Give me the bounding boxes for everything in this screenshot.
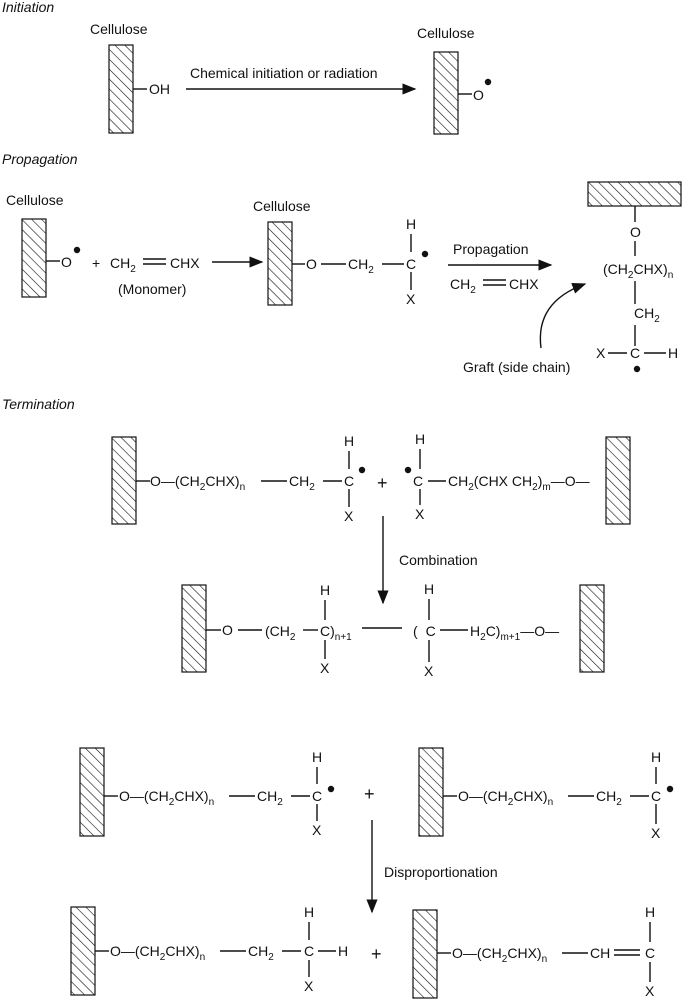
x-substituent: X	[596, 345, 606, 361]
ch2-group: CH2	[289, 473, 315, 493]
plus-sign: +	[92, 255, 100, 271]
cellulose-block	[70, 906, 96, 996]
carbon-label: C	[344, 473, 354, 489]
carbon-label: C	[312, 788, 322, 804]
hydrogen-label: H	[424, 581, 434, 597]
carbon-label: C	[406, 256, 416, 272]
x-substituent: X	[312, 822, 322, 838]
hydroxyl-label: OH	[149, 81, 170, 97]
x-substituent: X	[344, 508, 354, 524]
x-substituent: X	[304, 978, 314, 994]
carbon-label: C	[413, 473, 423, 489]
radical-dot	[421, 250, 429, 258]
carbon-label: C	[651, 788, 661, 804]
hydrogen-label: H	[645, 904, 655, 920]
cellulose-block	[79, 747, 105, 837]
x-substituent: X	[651, 825, 661, 841]
cellulose-block	[21, 218, 47, 298]
radical-dot	[327, 785, 335, 793]
cellulose-block	[412, 909, 438, 999]
hydrogen-label: H	[320, 582, 330, 598]
oxygen-label: O	[306, 256, 317, 272]
cellulose-block	[108, 44, 134, 134]
hydrogen-label: H	[651, 749, 661, 765]
hydrogen-label: H	[415, 431, 425, 447]
monomer-chx: CHX	[170, 255, 200, 271]
ch2-group: CH2	[248, 943, 274, 963]
graft-label: Graft (side chain)	[463, 359, 570, 375]
section-propagation: Propagation	[2, 151, 78, 167]
cellulose-label: Cellulose	[417, 25, 475, 41]
cellulose-block	[433, 51, 459, 135]
polymer-chain-left: O—(CH2CHX)n	[110, 943, 205, 963]
ch2-group: CH2	[348, 256, 374, 276]
oxygen-label: O	[222, 622, 233, 638]
ch2-group: CH2	[596, 788, 622, 808]
ch2-group: (CH2	[265, 623, 296, 643]
hydrogen-label: H	[344, 433, 354, 449]
oxygen-label: O	[61, 254, 72, 270]
combination-label: Combination	[399, 552, 478, 568]
monomer-ch2: CH2	[450, 276, 476, 296]
cellulose-block	[605, 436, 631, 525]
radical-dot	[633, 365, 641, 373]
carbon-label: C	[630, 345, 640, 361]
plus-sign: +	[371, 944, 382, 964]
cellulose-label: Cellulose	[6, 192, 64, 208]
ch-group: CH	[590, 945, 610, 961]
cellulose-block	[587, 181, 682, 207]
polymer-chain-left: O—(CH2CHX)n	[150, 473, 245, 493]
section-termination: Termination	[2, 396, 75, 412]
x-substituent: X	[645, 983, 655, 999]
x-substituent: X	[424, 663, 434, 679]
hydrogen-label: H	[312, 749, 322, 765]
cellulose-block	[579, 584, 605, 673]
plus-sign: +	[364, 784, 375, 804]
oxygen-label: O	[630, 224, 641, 240]
monomer-ch2: CH2	[110, 255, 136, 275]
radical-dot	[666, 785, 674, 793]
chain-group: (CH2CHX)n	[603, 261, 673, 281]
graft-pointer-arrow	[539, 283, 587, 349]
x-substituent: X	[415, 506, 425, 522]
monomer-chx: CHX	[509, 276, 539, 292]
cellulose-label: Cellulose	[90, 21, 148, 37]
hydrogen-label: H	[406, 216, 416, 232]
x-substituent: X	[406, 291, 416, 307]
polymer-chain-right: CH2(CHX CH2)m—O—	[448, 473, 590, 493]
plus-sign: +	[377, 473, 388, 493]
monomer-label: (Monomer)	[118, 281, 186, 297]
chain-group: H2C)m+1—O—	[470, 623, 559, 643]
carbon-label: C	[304, 943, 314, 959]
hydrogen-label: H	[338, 943, 348, 959]
cellulose-label: Cellulose	[253, 198, 311, 214]
polymer-chain-right: O—(CH2CHX)n	[452, 945, 547, 965]
section-initiation: Initiation	[2, 0, 54, 15]
radical-dot	[484, 78, 492, 86]
radical-dot	[404, 466, 412, 474]
ch2-group: CH2	[257, 788, 283, 808]
oxygen-label: O	[473, 87, 484, 103]
polymer-chain-right: O—(CH2CHX)n	[458, 788, 553, 808]
carbon-label: C)n+1	[320, 623, 352, 643]
ch2-group: CH2	[634, 305, 660, 325]
radical-dot	[358, 466, 366, 474]
chem-init-label: Chemical initiation or radiation	[190, 65, 378, 81]
radical-dot	[73, 246, 81, 254]
hydrogen-label: H	[668, 345, 678, 361]
carbon-label: C	[645, 945, 655, 961]
hydrogen-label: H	[304, 904, 314, 920]
x-substituent: X	[320, 660, 330, 676]
disproportionation-label: Disproportionation	[384, 864, 498, 880]
cellulose-block	[111, 436, 137, 525]
cellulose-block	[418, 747, 444, 837]
carbon-label: (C	[413, 623, 436, 639]
polymer-chain-left: O—(CH2CHX)n	[119, 788, 214, 808]
cellulose-block	[181, 584, 207, 673]
cellulose-block	[267, 221, 293, 306]
propagation-label: Propagation	[453, 241, 529, 257]
